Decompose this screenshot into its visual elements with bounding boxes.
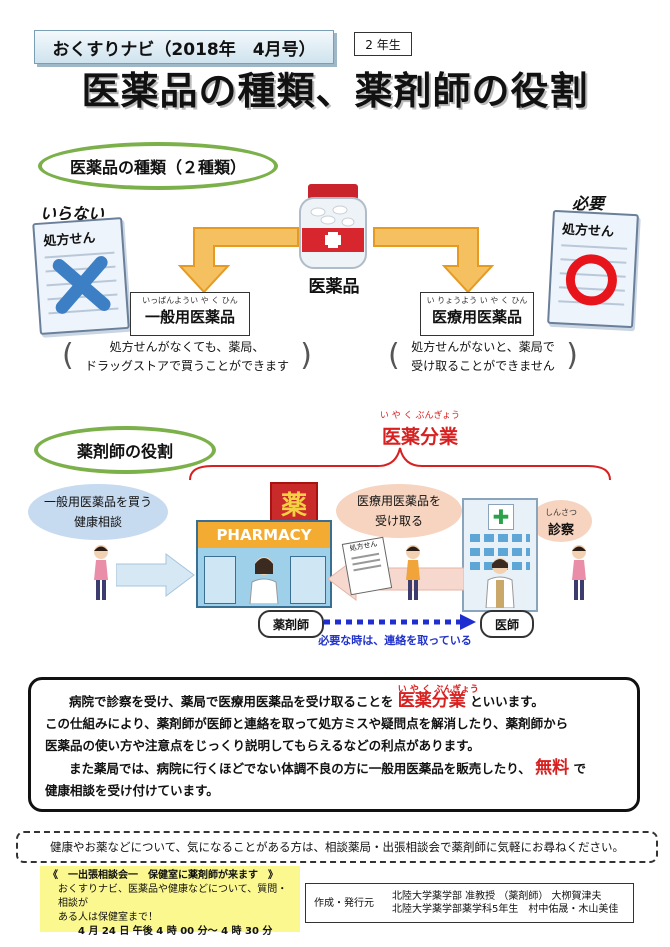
main-line3: 医薬品の使い方や注意点をじっくり説明してもらえるなどの利点があります。 (45, 738, 480, 753)
pharmacy-sign: 薬 (270, 482, 318, 524)
bubble-exam: しんさつ診察 (530, 500, 592, 542)
event-box: 《 一出張相談会一 保健室に薬剤師が来ます 》 おくすりナビ、医薬品や健康などに… (40, 866, 300, 937)
rx-description: ( ) 処方せんがないと、薬局で 受け取ることができません (388, 338, 578, 376)
otc-desc-line1: 処方せんがなくても、薬局、 (109, 340, 265, 354)
prescription-doc-right: 処方せん (547, 209, 639, 329)
explanation-box: 病院で診察を受け、薬局で医療用医薬品を受け取ることを い や く ぶんぎょう 医… (28, 677, 640, 812)
rx-ruby: い りょうよう い や く ひん (426, 296, 528, 305)
main-line4b: で (573, 761, 586, 776)
bubble-receive-line1: 医療用医薬品を (356, 494, 441, 508)
rx-box: い りょうよう い や く ひん 医療用医薬品 (420, 292, 534, 336)
otc-desc-line2: ドラッグストアで買うことができます (84, 359, 289, 373)
main-line4a: また薬局では、病院に行くほどでない体調不良の方に一般用医薬品を販売したり、 (69, 761, 531, 776)
rx-desc-line1: 処方せんがないと、薬局で (411, 340, 555, 354)
arrow-to-pharmacy-icon (116, 553, 195, 597)
medicine-label: 医薬品 (308, 277, 360, 297)
newsletter-header: おくすりナビ（2018年 4月号） (34, 30, 334, 64)
footer-note: 健康やお薬などについて、気になることがある方は、相談薬局・出張相談会で薬剤師に気… (49, 840, 625, 854)
rx-desc-line2: 受け取ることができません (411, 359, 555, 373)
pharmacy-building: PHARMACY (196, 520, 332, 608)
arrow-right-icon (373, 227, 495, 294)
bunbun-ruby: い や く ぶんぎょう (379, 411, 461, 421)
credit-box: 作成・発行元 北陸大学薬学部 准教授 （薬剤師） 大栁賀津夫 北陸大学薬学部薬学… (305, 883, 634, 923)
event-line1: おくすりナビ、医薬品や健康などについて、質問・相談が (58, 884, 288, 909)
main-line1b: といいます。 (470, 694, 544, 709)
credit-line1: 北陸大学薬学部 准教授 （薬剤師） 大栁賀津夫 (392, 891, 602, 902)
main-term: 医薬分業 (397, 691, 466, 711)
person-left-icon (94, 545, 108, 600)
pharmacy-signboard: PHARMACY (198, 522, 330, 548)
otc-description: ( ) 処方せんがなくても、薬局、 ドラッグストアで買うことができます (62, 338, 312, 376)
prescription-doc-left-label: 処方せん (43, 230, 96, 250)
bubble-receive-line2: 受け取る (374, 514, 423, 528)
main-free: 無料 (535, 758, 570, 778)
event-line2: ある人は保健室まで！ (58, 912, 158, 923)
section2-title: 薬剤師の役割 (76, 442, 173, 461)
otc-box: いっぱんようい や く ひん 一般用医薬品 (130, 292, 250, 336)
bunbun-heading: 医薬分業 (381, 426, 458, 448)
section1-title-oval: 医薬品の種類（２種類） (38, 142, 278, 190)
bracket-open-icon: ( (62, 338, 74, 373)
cross-icon (52, 256, 111, 314)
contact-arrow-icon (324, 614, 476, 630)
bracket-close-icon: ) (566, 338, 578, 373)
main-line1a: 病院で診察を受け、薬局で医療用医薬品を受け取ることを (69, 694, 394, 709)
bubble-receive: 医療用医薬品を受け取る (336, 484, 462, 538)
hospital-cross-icon: ✚ (488, 504, 514, 530)
grade-box: 2 年生 (354, 32, 412, 56)
bracket-open-icon: ( (388, 338, 400, 373)
person-right-icon (572, 545, 586, 600)
prescription-doc-right-label: 処方せん (561, 222, 615, 241)
otc-label: 一般用医薬品 (144, 308, 235, 326)
credit-line2: 北陸大学薬学部薬学科5年生 村中佑晟・木山美佳 (392, 904, 619, 915)
circle-icon (565, 254, 617, 306)
pharmacist-figure-icon (249, 557, 279, 604)
main-line5: 健康相談を受け付けています。 (45, 783, 219, 798)
page-title: 医薬品の種類、薬剤師の役割 (81, 69, 589, 113)
needed-label: 必要 (572, 194, 605, 213)
newsletter-title: おくすりナビ（2018年 4月号） (52, 39, 316, 60)
rx-label: 医療用医薬品 (431, 308, 522, 326)
prescription-doc-left: 処方せん (32, 216, 130, 336)
doctor-label: 医師 (480, 610, 534, 638)
person-middle-icon (406, 545, 420, 600)
bubble-otc-line1: 一般用医薬品を買う (43, 495, 152, 509)
bubble-otc-consult: 一般用医薬品を買う健康相談 (28, 484, 168, 540)
doctor-figure-icon (485, 558, 515, 608)
bracket-close-icon: ) (300, 338, 312, 373)
bunbun-brace-icon (189, 447, 611, 481)
footer-note-box: 健康やお薬などについて、気になることがある方は、相談薬局・出張相談会で薬剤師に気… (16, 831, 658, 863)
hospital-building: ✚ (462, 498, 538, 612)
otc-ruby: いっぱんようい や く ひん (142, 296, 238, 305)
bubble-exam-label: 診察 (547, 523, 574, 538)
main-line2: この仕組みにより、薬剤師が医師と連絡を取って処方ミスや疑問点を解消したり、薬剤師… (45, 716, 569, 731)
contact-note: 必要な時は、連絡を取っている (318, 634, 472, 647)
section2-title-oval: 薬剤師の役割 (34, 426, 216, 474)
bubble-otc-line2: 健康相談 (73, 515, 122, 529)
prescription-small: 処方せん (341, 536, 393, 596)
event-time: 4 月 24 日 午後 4 時 00 分～ 4 時 30 分 (78, 926, 273, 937)
not-needed-label: いらない (40, 204, 105, 223)
arrow-left-icon (177, 227, 299, 294)
credit-label: 作成・発行元 (314, 897, 374, 909)
event-title: 《 一出張相談会一 保健室に薬剤師が来ます 》 (48, 870, 278, 881)
pharmacist-label: 薬剤師 (258, 610, 324, 638)
main-term-ruby: い や く ぶんぎょう (397, 685, 479, 695)
section1-title: 医薬品の種類（２種類） (69, 158, 246, 177)
medicine-bottle-icon (299, 184, 367, 269)
bubble-exam-ruby: しんさつ (545, 508, 577, 517)
